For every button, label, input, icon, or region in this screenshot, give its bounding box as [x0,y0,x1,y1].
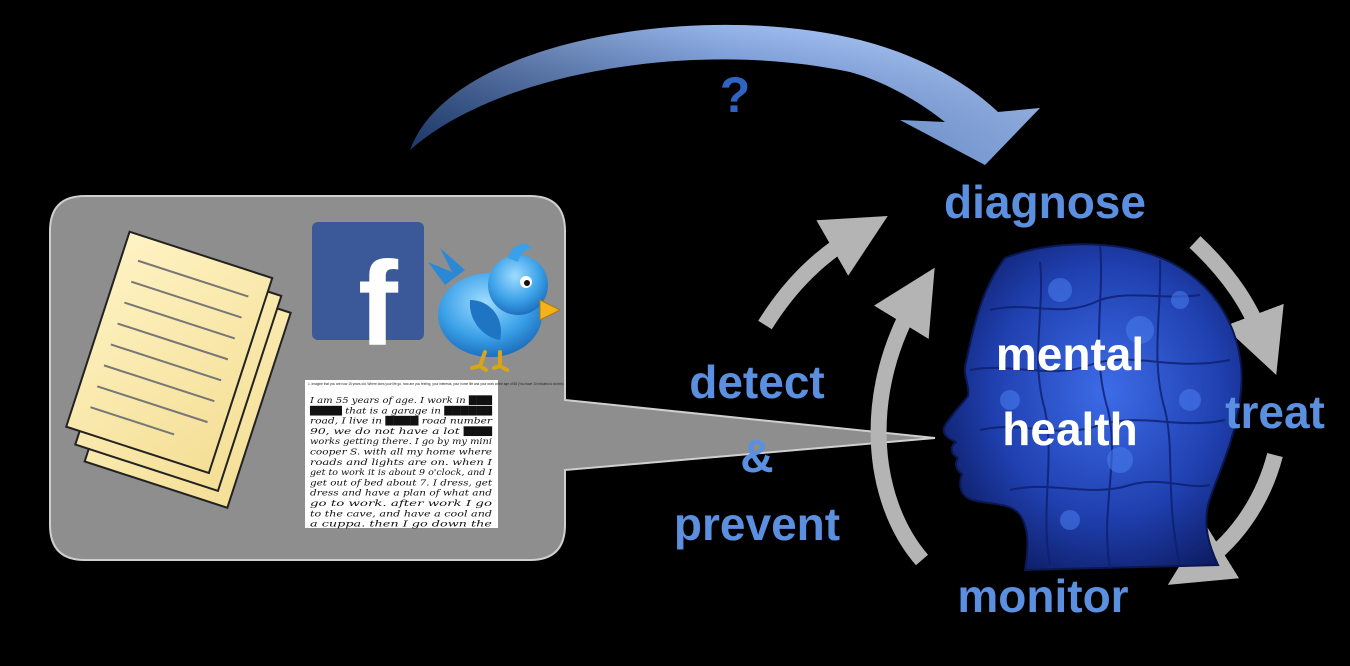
handwriting-line: roads and lights are on. when I [310,457,493,467]
handwriting-line: get out of bed about 7. I dress, get [310,477,493,487]
handwriting-lines: I am 55 years of age. I work in ███████ … [309,395,494,529]
twitter-bird-icon [428,243,562,372]
handwriting-line: road, I live in ████ road number [310,416,493,427]
diagnose-to-treat-arrow [1189,236,1284,375]
facebook-logo-icon: f [312,222,424,371]
label-ampersand: & [740,430,773,482]
label-treat: treat [1225,386,1325,438]
label-health: health [1002,403,1137,455]
label-prevent: prevent [674,498,840,550]
label-diagnose: diagnose [944,176,1146,228]
handwriting-line: works getting there. I go by my mini [310,436,492,446]
handwriting-line: cooper S. with all my home where [310,447,492,457]
data-sources-panel [49,195,936,561]
handwriting-line: get to work it is about 9 o'clock, and I [310,467,493,477]
question-mark: ? [720,67,751,123]
detect-to-diagnose-arrow [758,216,888,330]
handwriting-sample: 1. Imagine that you are now 15 years old… [305,380,564,529]
question-arrow [410,24,1040,166]
documents-icon [64,230,292,510]
handwriting-header: 1. Imagine that you are now 15 years old… [308,382,564,386]
handwriting-line: to the cave, and have a cool and [310,508,492,518]
handwriting-line: ████ that is a garage in ██████ [309,405,493,416]
handwriting-line: 90, we do not have a lot ███ [310,426,493,437]
label-mental: mental [996,328,1144,380]
handwriting-line: a cuppa. then I go down the [310,519,492,529]
label-detect: detect [689,356,824,408]
facebook-letter: f [358,237,399,371]
handwriting-line: go to work. after work I go [310,498,492,508]
head-silhouette-icon [942,243,1243,572]
handwriting-line: I am 55 years of age. I work in ███ [309,395,493,406]
monitor-to-diagnose-arrow [870,267,935,566]
handwriting-line: dress and have a plan of what and [310,488,492,498]
label-monitor: monitor [957,570,1128,622]
